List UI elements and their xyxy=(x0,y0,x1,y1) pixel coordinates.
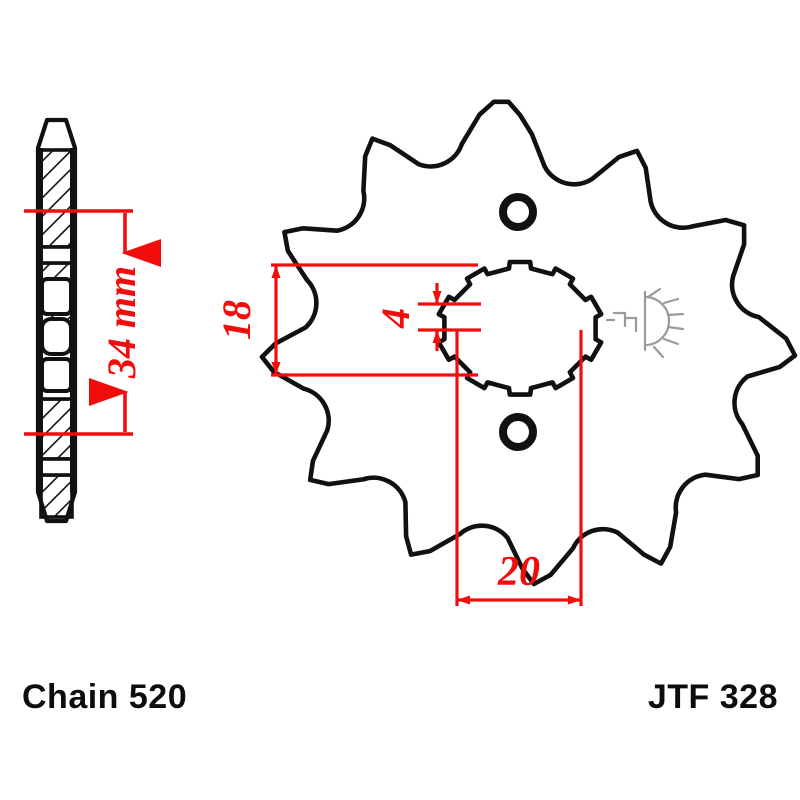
dimension-20-label: 20 xyxy=(497,549,540,595)
side-section-view: 34 mm xyxy=(24,117,161,524)
dimension-18 xyxy=(271,263,478,377)
chain-size-label: Chain 520 xyxy=(22,678,188,716)
dimension-4-label: 4 xyxy=(373,308,418,329)
side-view-tooth-windows xyxy=(40,277,73,393)
part-number-label: JTF 328 xyxy=(647,678,778,716)
dimension-4 xyxy=(418,283,481,351)
dimension-34mm xyxy=(24,209,161,436)
center-spline-bore xyxy=(436,259,604,397)
dimension-18-label: 18 xyxy=(214,300,259,340)
bolt-hole-top xyxy=(499,193,537,231)
front-view: 18 4 20 xyxy=(214,99,798,606)
dimension-34mm-label: 34 mm xyxy=(99,266,144,379)
bolt-hole-bottom xyxy=(499,413,537,451)
dimension-20 xyxy=(455,330,583,606)
surface-finish-watermark-icon xyxy=(605,287,685,359)
